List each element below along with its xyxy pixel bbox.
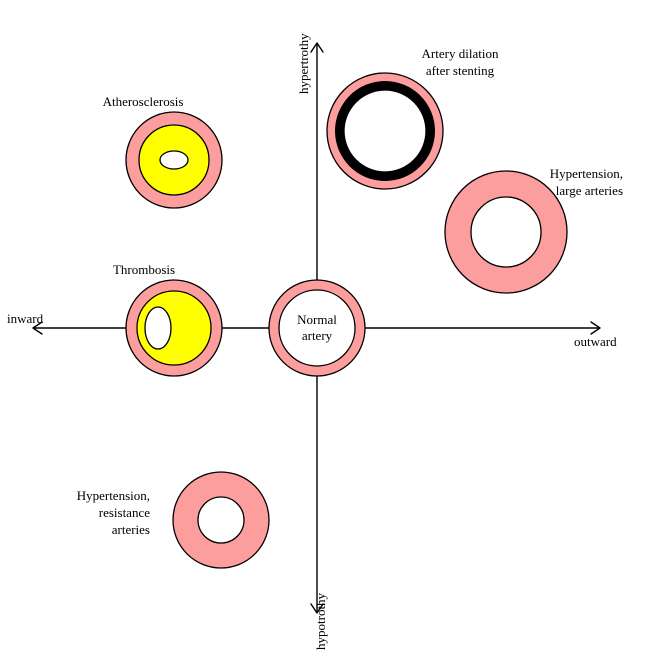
hypertension-large-label-line1: Hypertension, xyxy=(550,166,623,181)
hypertrothy-arrowhead xyxy=(310,42,324,53)
atherosclerosis-label: Atherosclerosis xyxy=(103,94,184,109)
normal-artery-label-line1: Normal xyxy=(297,312,337,327)
stented-artery: Artery dilation after stenting xyxy=(326,46,499,190)
axis-label-hypotrothy: hypotrothy xyxy=(313,592,328,650)
hypertension-resistance-artery: Hypertension, resistance arteries xyxy=(77,471,270,569)
normal-artery-lumen xyxy=(278,289,356,367)
stented-artery-label-line2: after stenting xyxy=(426,63,495,78)
hypertension-resistance-lumen xyxy=(197,496,245,544)
axis-label-hypertrothy: hypertrothy xyxy=(296,33,311,94)
axis-label-inward: inward xyxy=(7,311,44,326)
hypertension-large-label-line2: large arteries xyxy=(556,183,623,198)
thrombosis-label: Thrombosis xyxy=(113,262,175,277)
hypertension-large-lumen xyxy=(470,196,542,268)
atherosclerosis-artery: Atherosclerosis xyxy=(103,94,223,209)
thrombosis-lumen xyxy=(144,306,172,350)
hypertension-resistance-label-line2: resistance xyxy=(99,505,150,520)
hypertension-resistance-label-line1: Hypertension, xyxy=(77,488,150,503)
outward-arrowhead xyxy=(590,321,601,335)
normal-artery-label-line2: artery xyxy=(302,328,333,343)
hypotrothy-arrowhead xyxy=(310,603,324,614)
hypertension-large-artery: Hypertension, large arteries xyxy=(444,166,623,294)
thrombosis-artery: Thrombosis xyxy=(113,262,223,377)
stented-artery-label-line1: Artery dilation xyxy=(422,46,499,61)
stented-artery-lumen xyxy=(343,89,427,173)
axis-label-outward: outward xyxy=(574,334,617,349)
normal-artery: Normal artery xyxy=(268,279,366,377)
inward-arrowhead xyxy=(32,321,43,335)
hypertension-resistance-label-line3: arteries xyxy=(112,522,150,537)
atherosclerosis-lumen xyxy=(159,150,189,170)
